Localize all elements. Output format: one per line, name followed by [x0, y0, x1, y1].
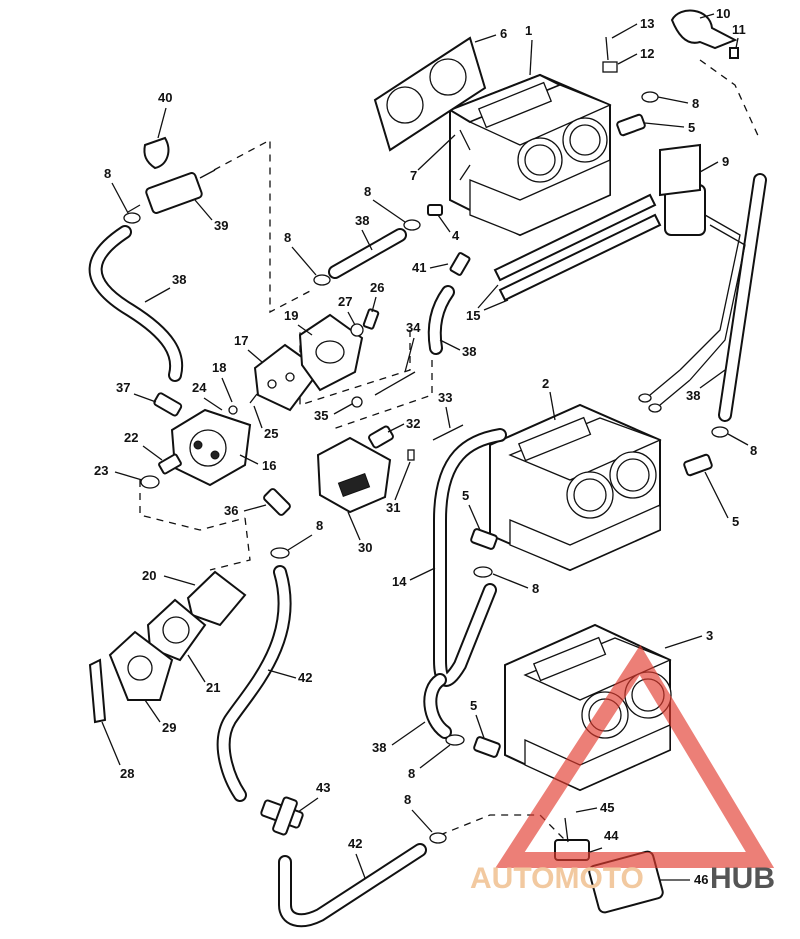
callout-23: 23 [94, 463, 108, 478]
watermark-triangle [495, 644, 775, 868]
callout-8a: 8 [104, 166, 111, 181]
watermark-word-b: HUB [710, 862, 775, 895]
callout-8h: 8 [408, 766, 415, 781]
solenoid-9 [638, 143, 746, 413]
gasket-20 [186, 570, 247, 627]
callout-15: 15 [466, 308, 480, 323]
callout-38e: 38 [372, 740, 386, 755]
callout-22: 22 [124, 430, 138, 445]
callout-8f: 8 [316, 518, 323, 533]
callout-34: 34 [406, 320, 421, 335]
callout-30: 30 [358, 540, 372, 555]
callout-8e: 8 [750, 443, 757, 458]
callout-16: 16 [262, 458, 276, 473]
fuel-pump [170, 408, 252, 487]
dashed-routing-lines [139, 59, 761, 841]
callout-35: 35 [314, 408, 328, 423]
carburetor-gasket [373, 36, 487, 152]
callout-8g: 8 [532, 581, 539, 596]
fuel-filter [127, 169, 216, 214]
callout-32: 32 [406, 416, 420, 431]
callout-42b: 42 [348, 836, 362, 851]
callout-12: 12 [640, 46, 654, 61]
callout-8c: 8 [364, 184, 371, 199]
callout-14: 14 [392, 574, 407, 589]
filter-clamp [143, 136, 170, 170]
callout-38b: 38 [355, 213, 369, 228]
carburetor-1 [447, 73, 612, 237]
hose-clamps-8 [123, 91, 729, 844]
callout-33: 33 [438, 390, 452, 405]
callout-21: 21 [206, 680, 220, 695]
callout-38a: 38 [172, 272, 186, 287]
callout-5d: 5 [470, 698, 477, 713]
pump-body-30 [316, 436, 392, 514]
callout-19: 19 [284, 308, 298, 323]
callout-46: 46 [694, 872, 708, 887]
callout-28: 28 [120, 766, 134, 781]
callout-4: 4 [452, 228, 460, 243]
callout-5b: 5 [732, 514, 739, 529]
callout-43: 43 [316, 780, 330, 795]
fittings-5 [470, 113, 713, 758]
callout-13: 13 [640, 16, 654, 31]
pump-base-29 [108, 630, 174, 701]
gasket-21 [146, 598, 207, 662]
callout-8d: 8 [692, 96, 699, 111]
callout-10: 10 [716, 6, 730, 21]
carburetor-3 [504, 623, 672, 792]
link-rods [493, 193, 662, 302]
callout-29: 29 [162, 720, 176, 735]
callout-38c: 38 [462, 344, 476, 359]
callout-40: 40 [158, 90, 172, 105]
callout-36: 36 [224, 503, 238, 518]
clamp-10 [670, 9, 738, 50]
callout-42a: 42 [298, 670, 312, 685]
callout-31: 31 [386, 500, 400, 515]
callout-24: 24 [192, 380, 207, 395]
callout-8i: 8 [404, 792, 411, 807]
callout-39: 39 [214, 218, 228, 233]
callout-1: 1 [525, 23, 532, 38]
carburetor-2 [489, 403, 662, 572]
pump-cover-19 [298, 313, 364, 392]
callout-5a: 5 [688, 120, 695, 135]
callout-41: 41 [412, 260, 426, 275]
callouts: 1 2 3 4 5 5 5 5 6 7 8 8 8 8 8 [94, 6, 757, 887]
callout-9: 9 [722, 154, 729, 169]
callout-6: 6 [500, 26, 507, 41]
fuel-hoses [88, 173, 767, 928]
callout-44: 44 [604, 828, 619, 843]
callout-11: 11 [732, 22, 746, 37]
callout-45: 45 [600, 800, 614, 815]
callout-20: 20 [142, 568, 156, 583]
callout-17: 17 [234, 333, 248, 348]
callout-18: 18 [212, 360, 226, 375]
watermark-word-a: AUTOMOTO [470, 862, 644, 895]
bracket-28 [88, 658, 107, 724]
callout-25: 25 [264, 426, 278, 441]
callout-3: 3 [706, 628, 713, 643]
callout-38d: 38 [686, 388, 700, 403]
callout-2: 2 [542, 376, 549, 391]
screw-13 [602, 36, 618, 73]
callout-8b: 8 [284, 230, 291, 245]
watermark: AUTOMOTO HUB [470, 644, 775, 895]
callout-26: 26 [370, 280, 384, 295]
callout-27: 27 [338, 294, 352, 309]
callout-37: 37 [116, 380, 130, 395]
callout-5c: 5 [462, 488, 469, 503]
callout-7: 7 [410, 168, 417, 183]
